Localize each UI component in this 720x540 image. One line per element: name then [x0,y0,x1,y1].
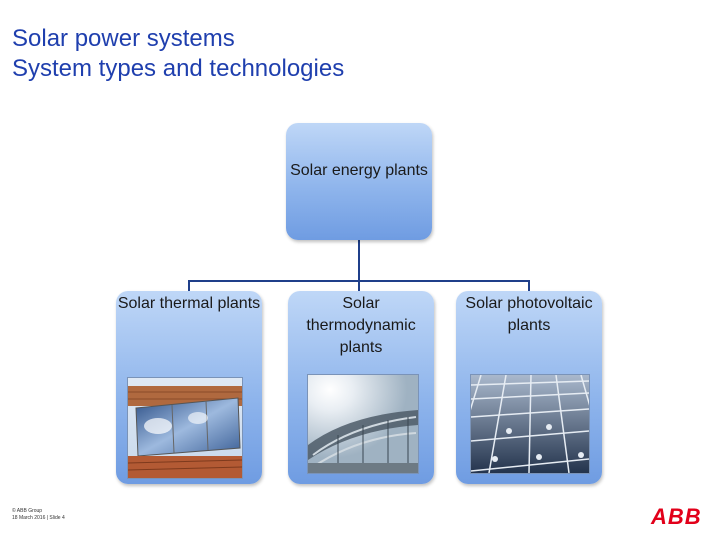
slide-title: Solar power systems System types and tec… [12,24,344,84]
root-node-solar-energy-plants: Solar energy plants [286,123,432,240]
solar-thermal-collectors-photo [127,377,243,479]
footer-copyright: © ABB Group [12,508,43,514]
solar-thermodynamic-mirrors-photo [307,374,419,474]
connector-middle-drop [358,280,360,291]
title-line-2: System types and technologies [12,55,345,82]
footer: © ABB Group 18 March 2016 | Slide 4 [12,508,65,522]
footer-date-slide: 18 March 2016 | Slide 4 [12,515,65,521]
connector-left-drop [188,280,190,291]
title-line-1: Solar power systems [12,25,235,52]
node-label-thermal: Solar thermal plants [117,295,261,312]
node-label-photovoltaic: Solar photovoltaic plants [465,295,593,334]
abb-logo: ABB [651,504,702,529]
connector-vertical [358,240,360,282]
root-node-label: Solar energy plants [290,162,428,179]
connector-right-drop [528,280,530,291]
photovoltaic-panel-photo [470,374,590,474]
node-label-thermodynamic: Solar thermodynamic plants [306,295,416,356]
